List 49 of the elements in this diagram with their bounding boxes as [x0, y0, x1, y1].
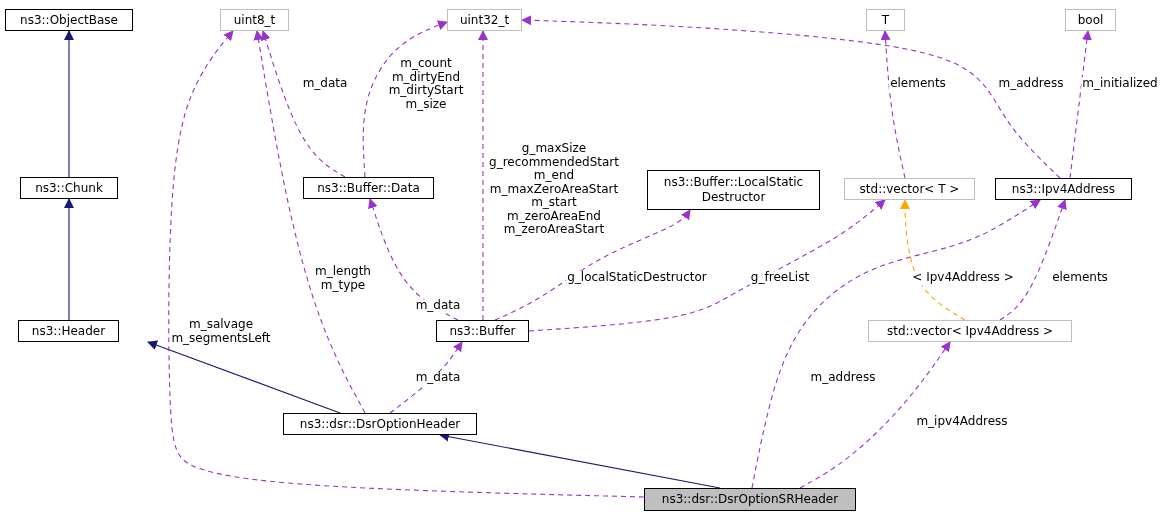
- dashed-arrow: [389, 341, 463, 414]
- class-box: ns3::dsr::DsrOptionSRHeader: [644, 488, 856, 511]
- class-box: ns3::Buffer: [436, 320, 529, 342]
- class-box: std::vector< Ipv4Address >: [868, 320, 1072, 342]
- class-box: ns3::Buffer::Data: [303, 177, 434, 199]
- edge-label: m_ipv4Address: [915, 415, 1009, 429]
- class-box: ns3::Ipv4Address: [995, 178, 1132, 200]
- dashed-arrow: [1069, 30, 1092, 179]
- class-box: T: [866, 9, 905, 31]
- class-box: bool: [1065, 9, 1116, 31]
- edge-label: m_data: [301, 77, 349, 91]
- edge-label: elements: [889, 77, 947, 91]
- class-box: ns3::Chunk: [20, 177, 118, 199]
- dashed-arrow: [253, 30, 366, 414]
- edge-label: g_localStaticDestructor: [566, 271, 708, 285]
- dashed-arrow: [260, 30, 346, 178]
- dashed-arrow: [799, 341, 951, 489]
- dashed-arrow: [168, 30, 645, 498]
- class-box: uint32_t: [447, 9, 522, 31]
- class-box: ns3::Buffer::LocalStatic Destructor: [647, 170, 820, 210]
- edge-label: m_address: [809, 371, 877, 385]
- edge-label: < Ipv4Address >: [911, 271, 1015, 285]
- dashed-arrow: [494, 209, 691, 321]
- class-box: ns3::dsr::DsrOptionHeader: [283, 413, 477, 435]
- arrow: [147, 340, 341, 414]
- edge-label: m_data: [414, 371, 462, 385]
- edge-label: m_address: [997, 77, 1065, 91]
- dashed-arrow: [900, 199, 966, 321]
- edge-label: m_data: [414, 299, 462, 313]
- edge-label: g_maxSize g_recommendedStart m_end m_maxZeroAreaStart m_start m_zeroAreaEnd m_zeroAreaStart: [488, 141, 620, 237]
- edge-label: m_salvage m_segmentsLeft: [170, 317, 272, 345]
- dashed-arrow: [880, 30, 906, 179]
- edge-label: m_length m_type: [314, 264, 372, 292]
- class-box: ns3::Header: [18, 320, 119, 342]
- class-box: ns3::ObjectBase: [5, 9, 133, 31]
- dashed-arrow: [362, 20, 448, 178]
- dashed-arrow: [478, 30, 488, 321]
- dashed-arrow: [751, 199, 1041, 489]
- class-box: std::vector< T >: [844, 178, 975, 200]
- edge-label: g_freeList: [749, 271, 811, 285]
- dashed-arrow: [528, 199, 886, 332]
- arrow: [64, 198, 74, 321]
- dashed-arrow: [999, 199, 1067, 321]
- dashed-arrow: [368, 198, 459, 321]
- dashed-arrow: [521, 15, 1061, 179]
- edge-label: m_count m_dirtyEnd m_dirtyStart m_size: [387, 57, 465, 111]
- edge-label: m_initialized: [1081, 77, 1159, 91]
- arrow: [64, 30, 74, 178]
- class-box: uint8_t: [220, 9, 289, 31]
